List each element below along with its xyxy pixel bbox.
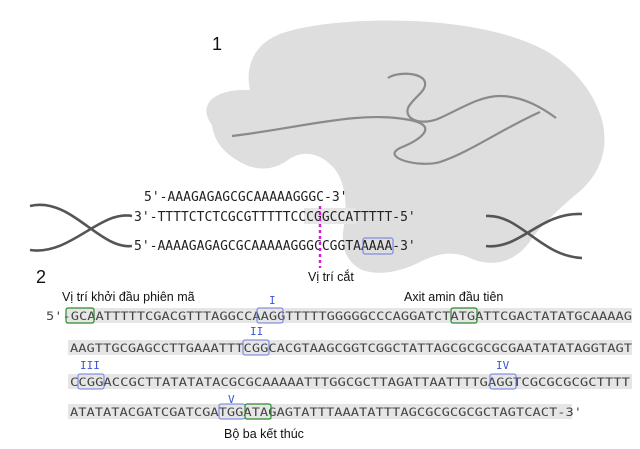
pam-box-3 [77, 373, 105, 390]
seq-line-3-shade [68, 374, 632, 389]
dna-twist-right-a [485, 214, 583, 260]
seq-line-1: 5'-GCAATTTTTCGACGTTTAGGCCAAGGTTTTTGGGGGC… [46, 309, 632, 323]
dna-strand-top: 5'-AAAAGAGAGCGCAAAAAGGGCCGGTAAAAA-3' [134, 239, 416, 254]
seq-line-2-shade [68, 340, 632, 355]
pam-label-3: III [80, 359, 100, 372]
pam-label-4: IV [496, 359, 510, 372]
panel-1-number: 1 [212, 34, 222, 54]
pam-label-1: I [269, 294, 276, 307]
pam-box [362, 237, 394, 255]
seq-line-1-shade [66, 308, 632, 323]
guide-rna-sequence: 5'-AAAGAGAGCGCAAAAAGGGC-3' [144, 190, 348, 205]
cut-site-label: Vị trí cắt [308, 269, 354, 284]
pam-box-4 [489, 373, 517, 390]
pam-box-1 [256, 307, 284, 324]
stop-codon-box [244, 403, 272, 420]
dna-strand-bottom: 3'-TTTTCTCTCGCGTTTTTCCCGGCCATTTTT-5' [134, 210, 416, 225]
dna-twist-right-b [485, 212, 583, 248]
label-transcription-start: Vị trí khởi đầu phiên mã [62, 290, 195, 304]
seq-line-4: ATATATACGATCGATCGATGGATAGAGTATTTAAATATTT… [70, 405, 582, 419]
pam-box-2 [242, 339, 270, 356]
dna-twist-left-a [29, 203, 133, 248]
label-stop-codon: Bộ ba kết thúc [224, 427, 304, 441]
start-site-box [65, 307, 95, 324]
seq-line-2: AAGTTGCGAGCCTTGAAATTTCGGCACGTAAGCGGTCGGC… [70, 341, 632, 355]
cas9-domain-coil [231, 110, 541, 165]
label-first-amino-acid: Axit amin đầu tiên [404, 290, 503, 304]
seq-line-3: CCGGACCGCTTATATATACGCGCAAAAATTTGGCGCTTAG… [70, 375, 630, 389]
cas9-domain-loop [387, 72, 557, 123]
pam-label-5: V [228, 393, 235, 406]
pam-label-2: II [250, 325, 263, 338]
seq-line-4-shade [68, 404, 572, 419]
start-codon-box [450, 307, 478, 324]
pairing-region-shade [304, 208, 356, 224]
dna-twist-left-b [29, 214, 133, 252]
panel-2-number: 2 [36, 267, 46, 287]
